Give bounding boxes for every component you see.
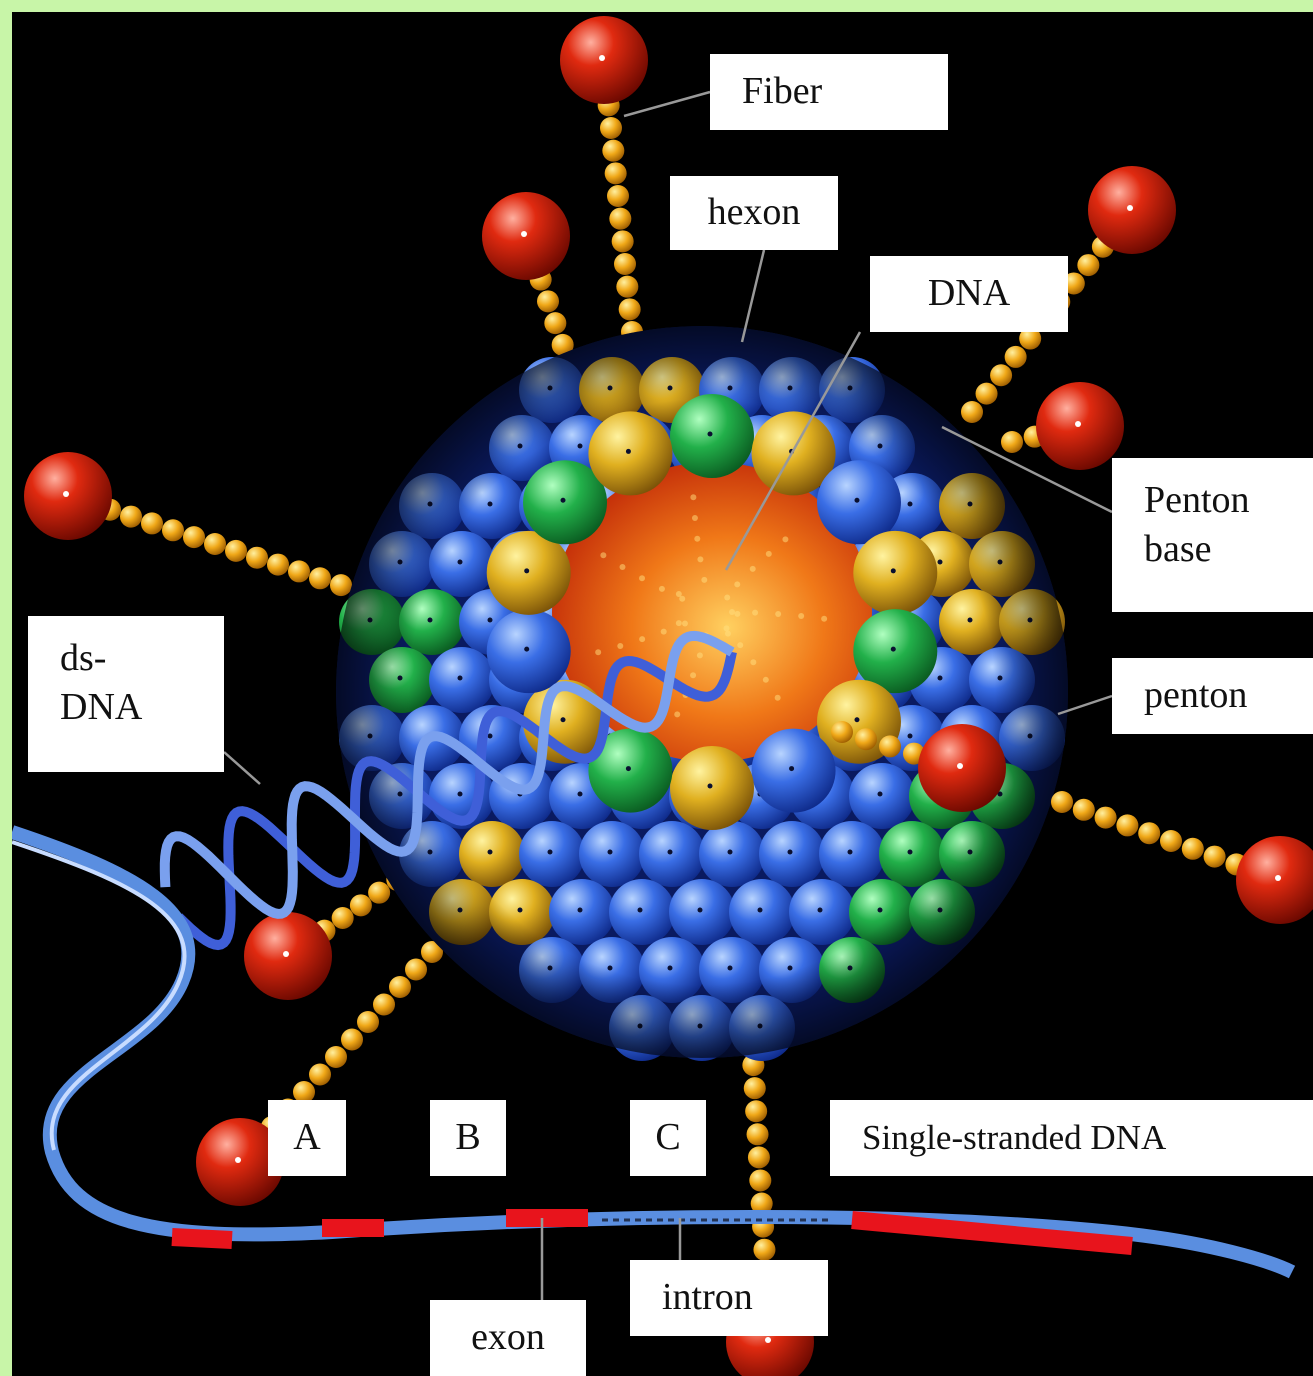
label-intron: intron xyxy=(630,1260,828,1336)
fiber-bead xyxy=(990,364,1012,386)
fiber-knob-highlight xyxy=(1075,421,1081,427)
fiber-bead xyxy=(246,547,268,569)
fiber-bead xyxy=(831,721,853,743)
fiber-bead xyxy=(1204,846,1226,868)
fiber-bead xyxy=(267,554,289,576)
label-fiber: Fiber xyxy=(710,54,948,130)
fiber-bead xyxy=(600,117,622,139)
fiber-bead xyxy=(1051,791,1073,813)
diagram-canvas: Fiber hexon DNA Penton base penton ds- D… xyxy=(12,12,1313,1376)
fiber xyxy=(560,16,648,343)
fiber-bead xyxy=(325,1046,347,1068)
fiber-bead xyxy=(537,290,559,312)
fiber-bead xyxy=(961,401,983,423)
fiber-bead xyxy=(614,253,636,275)
fiber xyxy=(24,452,373,603)
fiber-bead xyxy=(544,312,566,334)
fiber-bead xyxy=(350,894,372,916)
fiber-bead xyxy=(357,1011,379,1033)
label-b: B xyxy=(430,1100,506,1176)
fiber-bead xyxy=(753,1239,775,1261)
fiber xyxy=(1051,791,1313,924)
exon-segment xyxy=(172,1237,232,1240)
fiber-bead xyxy=(616,276,638,298)
fiber-bead xyxy=(744,1077,766,1099)
fiber-knob-highlight xyxy=(957,763,963,769)
fiber-bead xyxy=(609,208,631,230)
fiber-bead xyxy=(1077,254,1099,276)
label-c: C xyxy=(630,1100,706,1176)
fiber-bead xyxy=(1095,807,1117,829)
fiber-bead xyxy=(405,959,427,981)
fiber-bead xyxy=(389,976,411,998)
fiber-bead xyxy=(855,728,877,750)
fiber-bead xyxy=(747,1123,769,1145)
fiber-bead xyxy=(332,907,354,929)
fiber-bead xyxy=(879,735,901,757)
fiber-bead xyxy=(607,185,629,207)
fiber-bead xyxy=(619,298,641,320)
fiber-knob-highlight xyxy=(283,951,289,957)
fiber-bead xyxy=(309,1064,331,1086)
fiber-bead xyxy=(288,560,310,582)
fiber-knob-highlight xyxy=(235,1157,241,1163)
fiber-bead xyxy=(1160,830,1182,852)
fiber-bead xyxy=(309,567,331,589)
fiber-knob-highlight xyxy=(1127,205,1133,211)
fiber-bead xyxy=(162,519,184,541)
fiber-bead xyxy=(749,1169,771,1191)
ribbon-highlight xyxy=(12,842,185,1150)
leader-hexon xyxy=(742,250,764,342)
leader-ds-dna xyxy=(224,752,260,784)
label-dna: DNA xyxy=(870,256,1068,332)
fiber-bead xyxy=(612,230,634,252)
fiber-bead xyxy=(120,506,142,528)
fiber-bead xyxy=(1138,822,1160,844)
fiber-bead xyxy=(1001,431,1023,453)
fiber xyxy=(1001,382,1124,470)
fiber-knob-highlight xyxy=(1275,875,1281,881)
fiber-knob-highlight xyxy=(599,55,605,61)
fiber-bead xyxy=(605,162,627,184)
fiber-bead xyxy=(204,533,226,555)
label-single-stranded-dna: Single-stranded DNA xyxy=(830,1100,1313,1176)
fiber-knob-highlight xyxy=(63,491,69,497)
fiber-knob xyxy=(1236,836,1313,924)
leader-fiber xyxy=(624,92,710,116)
fiber-knob-highlight xyxy=(765,1337,771,1343)
label-ds-dna: ds- DNA xyxy=(28,616,224,772)
fiber-bead xyxy=(341,1029,363,1051)
fiber-bead xyxy=(330,574,352,596)
label-hexon: hexon xyxy=(670,176,838,250)
fiber-knob-highlight xyxy=(521,231,527,237)
fiber-bead xyxy=(1073,799,1095,821)
fiber-bead xyxy=(748,1146,770,1168)
fiber-bead xyxy=(745,1100,767,1122)
fiber-bead xyxy=(368,882,390,904)
fiber-bead xyxy=(1116,814,1138,836)
fiber-bead xyxy=(602,140,624,162)
fiber-bead xyxy=(183,526,205,548)
label-penton: penton xyxy=(1112,658,1313,734)
fiber-bead xyxy=(141,512,163,534)
fiber-bead xyxy=(373,994,395,1016)
fiber-bead xyxy=(1182,838,1204,860)
label-penton-base: Penton base xyxy=(1112,458,1313,612)
label-exon: exon xyxy=(430,1300,586,1376)
fiber-bead xyxy=(225,540,247,562)
fiber-bead xyxy=(1005,346,1027,368)
fiber-bead xyxy=(976,383,998,405)
label-a: A xyxy=(268,1100,346,1176)
